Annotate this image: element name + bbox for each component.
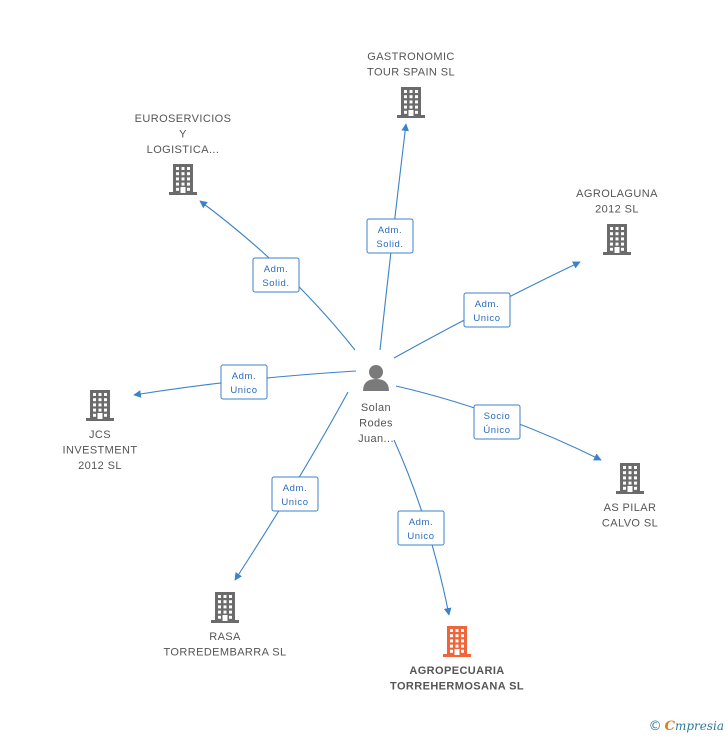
brand-logo[interactable]: Cmpresia [665, 719, 724, 734]
person-name-label-line: Juan... [358, 433, 394, 445]
building-icon[interactable] [443, 626, 471, 657]
person-name-label-line: Solan [361, 402, 391, 414]
company-label-euroservicios-line: Y [179, 129, 187, 141]
edge-label-line: Adm. [378, 225, 403, 236]
edge-label-line: Único [483, 425, 510, 436]
edge-label-line: Unico [230, 385, 257, 396]
company-label-gastronomic: GASTRONOMIC TOUR SPAIN SL [367, 51, 455, 79]
edge-label-box [473, 404, 521, 440]
building-icon[interactable] [397, 87, 425, 118]
edge-label-line: Socio [484, 411, 511, 422]
company-label-agrolaguna-line: AGROLAGUNA [576, 188, 658, 200]
company-label-euroservicios-line: LOGISTICA... [147, 144, 220, 156]
edge-label-line: Adm. [409, 517, 434, 528]
edge-label-box [252, 257, 300, 293]
brand-logo-text: mpresia [674, 719, 724, 733]
person-icon[interactable] [363, 365, 389, 391]
company-label-agrolaguna-line: 2012 SL [595, 204, 639, 216]
footer-brand: © Cmpresia [649, 719, 724, 734]
company-label-jcs-line: 2012 SL [78, 460, 122, 472]
company-label-jcs-line: INVESTMENT [63, 445, 138, 457]
edge-label-jcs[interactable]: Adm. Unico [220, 364, 268, 400]
company-label-euroservicios-line: EUROSERVICIOS [135, 113, 232, 125]
company-label-agrolaguna: AGROLAGUNA 2012 SL [576, 188, 658, 216]
edge-label-text: Adm. Unico [473, 299, 500, 324]
edge-label-box [271, 476, 319, 512]
building-icon[interactable] [86, 390, 114, 421]
edge-label-text: Adm. Solid. [376, 225, 403, 250]
edge-label-line: Adm. [232, 371, 257, 382]
company-label-aspilar: AS PILAR CALVO SL [602, 502, 658, 530]
edge-label-line: Solid. [262, 278, 289, 289]
edge-label-line: Adm. [264, 264, 289, 275]
building-icon[interactable] [169, 164, 197, 195]
company-label-rasa: RASA TORREDEMBARRA SL [164, 631, 287, 659]
edge-label-text: Adm. Solid. [262, 264, 289, 289]
company-label-agropecuaria: AGROPECUARIA TORREHERMOSANA SL [390, 665, 524, 693]
edge-label-line: Solid. [376, 239, 403, 250]
building-icon[interactable] [616, 463, 644, 494]
edge-label-box [397, 510, 445, 546]
person-name-label-line: Rodes [359, 418, 393, 430]
edge-label-line: Unico [473, 313, 500, 324]
edge-label-text: Adm. Unico [407, 517, 434, 542]
building-icon[interactable] [211, 592, 239, 623]
copyright-symbol: © [648, 719, 662, 734]
company-label-rasa-line: TORREDEMBARRA SL [164, 647, 287, 659]
company-label-euroservicios: EUROSERVICIOS Y LOGISTICA... [135, 113, 232, 156]
company-label-jcs: JCS INVESTMENT 2012 SL [63, 429, 138, 472]
edge-label-line: Adm. [283, 483, 308, 494]
company-label-agropecuaria-line: TORREHERMOSANA SL [390, 681, 524, 693]
edge-label-gastronomic[interactable]: Adm. Solid. [366, 218, 414, 254]
edge-label-text: Adm. Unico [230, 371, 257, 396]
company-label-gastronomic-line: TOUR SPAIN SL [367, 67, 455, 79]
edge-label-line: Unico [281, 497, 308, 508]
company-label-jcs-line: JCS [89, 429, 111, 441]
edge-label-box [463, 292, 511, 328]
building-icon[interactable] [603, 224, 631, 255]
company-label-agropecuaria-line: AGROPECUARIA [409, 665, 504, 677]
company-label-aspilar-line: CALVO SL [602, 518, 658, 530]
edge-label-line: Adm. [475, 299, 500, 310]
edge-label-agrolaguna[interactable]: Adm. Unico [463, 292, 511, 328]
company-label-rasa-line: RASA [209, 631, 241, 643]
edge-label-box [366, 218, 414, 254]
brand-logo-initial: C [664, 719, 675, 734]
edge-label-rasa[interactable]: Adm. Unico [271, 476, 319, 512]
company-label-aspilar-line: AS PILAR [604, 502, 657, 514]
edge-label-text: Adm. Unico [281, 483, 308, 508]
edge-label-euroservicios[interactable]: Adm. Solid. [252, 257, 300, 293]
company-label-gastronomic-line: GASTRONOMIC [367, 51, 455, 63]
edge-label-line: Unico [407, 531, 434, 542]
edge-label-agropecuaria[interactable]: Adm. Unico [397, 510, 445, 546]
edge-label-box [220, 364, 268, 400]
